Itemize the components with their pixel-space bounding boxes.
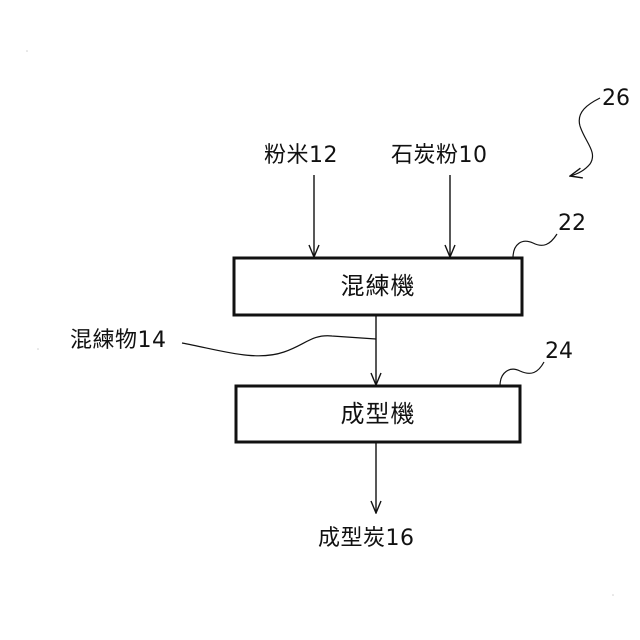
molding-machine-label: 成型機 bbox=[236, 400, 520, 428]
rice-flour-label: 粉米12 bbox=[264, 143, 338, 169]
kneader-ref-number: 22 bbox=[558, 211, 586, 237]
kneader-ref-leader bbox=[513, 234, 557, 258]
kneaded-material-label: 混練物14 bbox=[70, 328, 167, 354]
output-label: 成型炭16 bbox=[318, 526, 415, 552]
molding-machine-ref-leader bbox=[500, 362, 544, 386]
system-ref-leader bbox=[570, 98, 600, 176]
kneader-label: 混練機 bbox=[234, 272, 522, 300]
molding-machine-ref-number: 24 bbox=[545, 339, 573, 365]
kneaded-material-leader bbox=[182, 336, 376, 356]
system-ref-number: 26 bbox=[602, 86, 630, 112]
scan-specks bbox=[26, 50, 614, 596]
coal-powder-label: 石炭粉10 bbox=[391, 143, 488, 169]
